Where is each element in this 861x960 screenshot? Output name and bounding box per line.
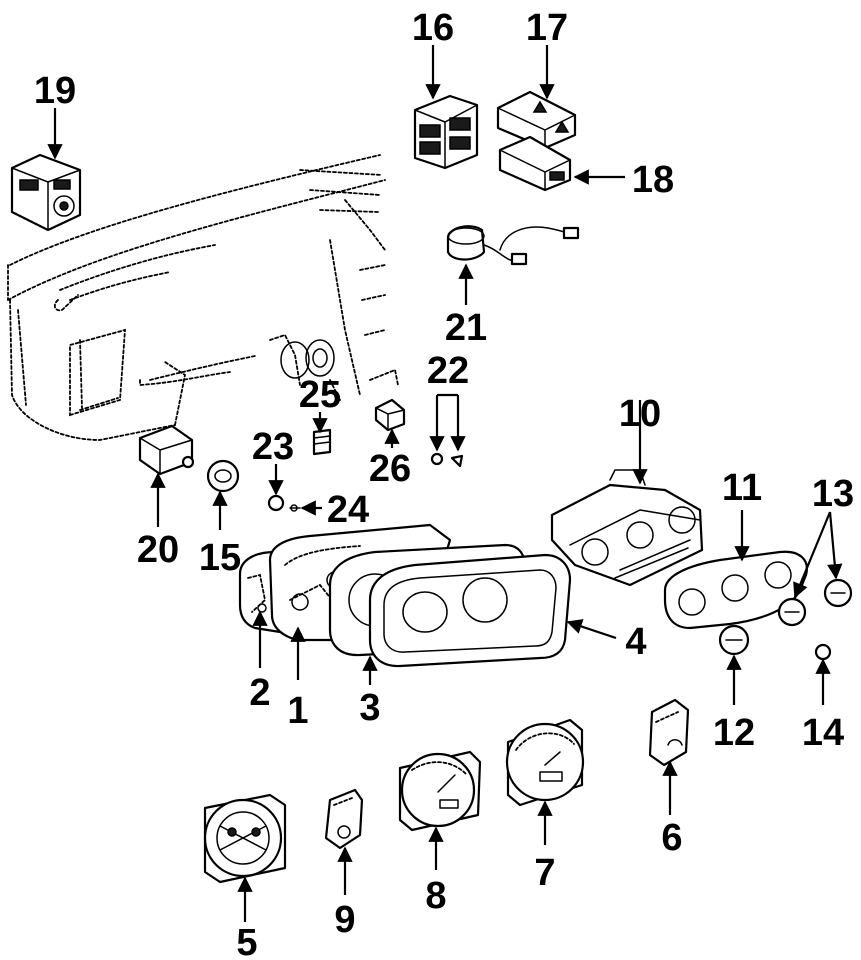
callout-20: 20 — [137, 529, 179, 571]
switch-part-17 — [496, 90, 577, 150]
callout-8: 8 — [425, 875, 446, 917]
knob-part-13a — [777, 597, 807, 627]
callout-10: 10 — [619, 393, 661, 435]
callout-3: 3 — [359, 687, 380, 729]
switch-part-26 — [374, 398, 406, 432]
callout-21: 21 — [445, 307, 487, 349]
climate-control-part-10 — [550, 469, 704, 587]
callout-26: 26 — [369, 448, 411, 490]
sensor-part-21 — [446, 225, 580, 266]
callout-9: 9 — [334, 899, 355, 941]
clips-part-22 — [430, 452, 464, 468]
callout-2: 2 — [249, 672, 270, 714]
knob-part-15 — [206, 459, 240, 493]
nut-part-23 — [267, 494, 285, 512]
screw-part-24 — [289, 504, 301, 512]
lens-part-4 — [368, 553, 572, 668]
gauge-part-9 — [324, 788, 364, 850]
callout-22: 22 — [427, 350, 469, 392]
callout-7: 7 — [534, 852, 555, 894]
callout-18: 18 — [632, 159, 674, 201]
callout-11: 11 — [722, 467, 762, 509]
socket-part-25 — [312, 428, 332, 456]
callout-labels: 16 17 18 19 21 22 25 26 23 24 20 15 10 1… — [34, 7, 854, 960]
callout-14: 14 — [802, 712, 844, 754]
callout-25: 25 — [299, 374, 341, 416]
knob-part-14 — [814, 643, 832, 661]
gauge-part-5 — [203, 793, 287, 884]
switch-part-18 — [498, 135, 572, 192]
gauge-part-7 — [505, 718, 585, 807]
switch-housing-part-16 — [413, 94, 479, 170]
callout-5: 5 — [236, 922, 257, 960]
gauge-part-8 — [398, 750, 482, 832]
callout-19: 19 — [34, 70, 76, 112]
callout-12: 12 — [713, 712, 755, 754]
knob-part-12 — [718, 624, 750, 656]
leader-lines — [47, 45, 843, 922]
callout-17: 17 — [526, 7, 568, 49]
actuator-part-20 — [138, 424, 195, 476]
callout-1: 1 — [287, 690, 308, 732]
callout-13: 13 — [812, 473, 854, 515]
callout-24: 24 — [327, 489, 369, 531]
callout-16: 16 — [412, 7, 454, 49]
dashboard-illustration — [7, 154, 399, 441]
knob-part-13b — [823, 578, 853, 608]
callout-23: 23 — [252, 426, 294, 468]
bezel-part-11 — [663, 550, 808, 630]
callout-6: 6 — [661, 817, 682, 859]
gauge-part-6 — [648, 698, 690, 767]
callout-4: 4 — [625, 621, 646, 663]
callout-15: 15 — [199, 537, 241, 579]
switch-part-19 — [10, 153, 82, 232]
